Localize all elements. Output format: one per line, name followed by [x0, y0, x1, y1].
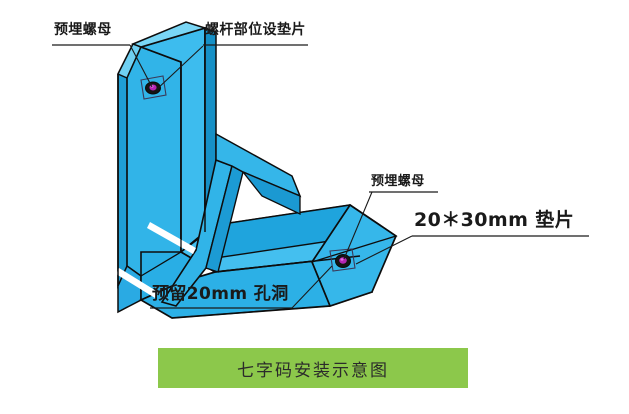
annotation-text: 预埋螺母 — [371, 174, 425, 189]
leader-line-washer-size — [355, 235, 413, 265]
annotation-text: 螺杆部位设垫片 — [205, 22, 306, 38]
caption-banner: 七字码安装示意图 — [158, 348, 468, 388]
bolt-upper-head-core — [149, 84, 157, 91]
annotation-text: 预埋螺母 — [54, 22, 112, 38]
annotation-label-nut-right: 预埋螺母 — [371, 174, 425, 188]
annotation-label-washer-rod: 螺杆部位设垫片 — [205, 22, 306, 37]
annotation-text: 预留20mm 孔洞 — [152, 284, 289, 304]
arm-lower-crease — [171, 305, 331, 319]
caption-title: 七字码安装示意图 — [237, 360, 389, 381]
knee-slit-highlight-2 — [116, 268, 158, 298]
arm-end-crease-1 — [311, 235, 397, 263]
annotation-leaders — [52, 44, 589, 309]
leader-line-nut-right — [343, 191, 373, 260]
annotation-text: 20＊30mm 垫片 — [414, 209, 575, 231]
bolt-upper-washer-plate — [140, 75, 167, 100]
bolt-lower-head-core — [339, 257, 347, 264]
annotation-label-washer-size: 20＊30mm 垫片 — [414, 211, 574, 230]
bracket-body — [116, 21, 398, 319]
arm-end-crease-2 — [311, 261, 331, 307]
knee-slit-highlight-1 — [147, 222, 196, 254]
leader-line-hole — [291, 265, 333, 309]
annotation-label-hole: 预留20mm 孔洞 — [152, 285, 289, 303]
bolt-lower-head-glint — [340, 258, 344, 261]
bolt-lower-washer-plate — [329, 248, 356, 272]
leader-line-nut-top — [129, 44, 153, 88]
leader-line-washer-rod — [155, 45, 204, 91]
bolt-lower — [329, 248, 356, 272]
arm-end-crease-3 — [311, 204, 351, 263]
knee-seam — [140, 251, 182, 277]
brace-upper-wedge-under — [242, 171, 301, 216]
annotation-label-nut-top: 预埋螺母 — [54, 22, 112, 37]
